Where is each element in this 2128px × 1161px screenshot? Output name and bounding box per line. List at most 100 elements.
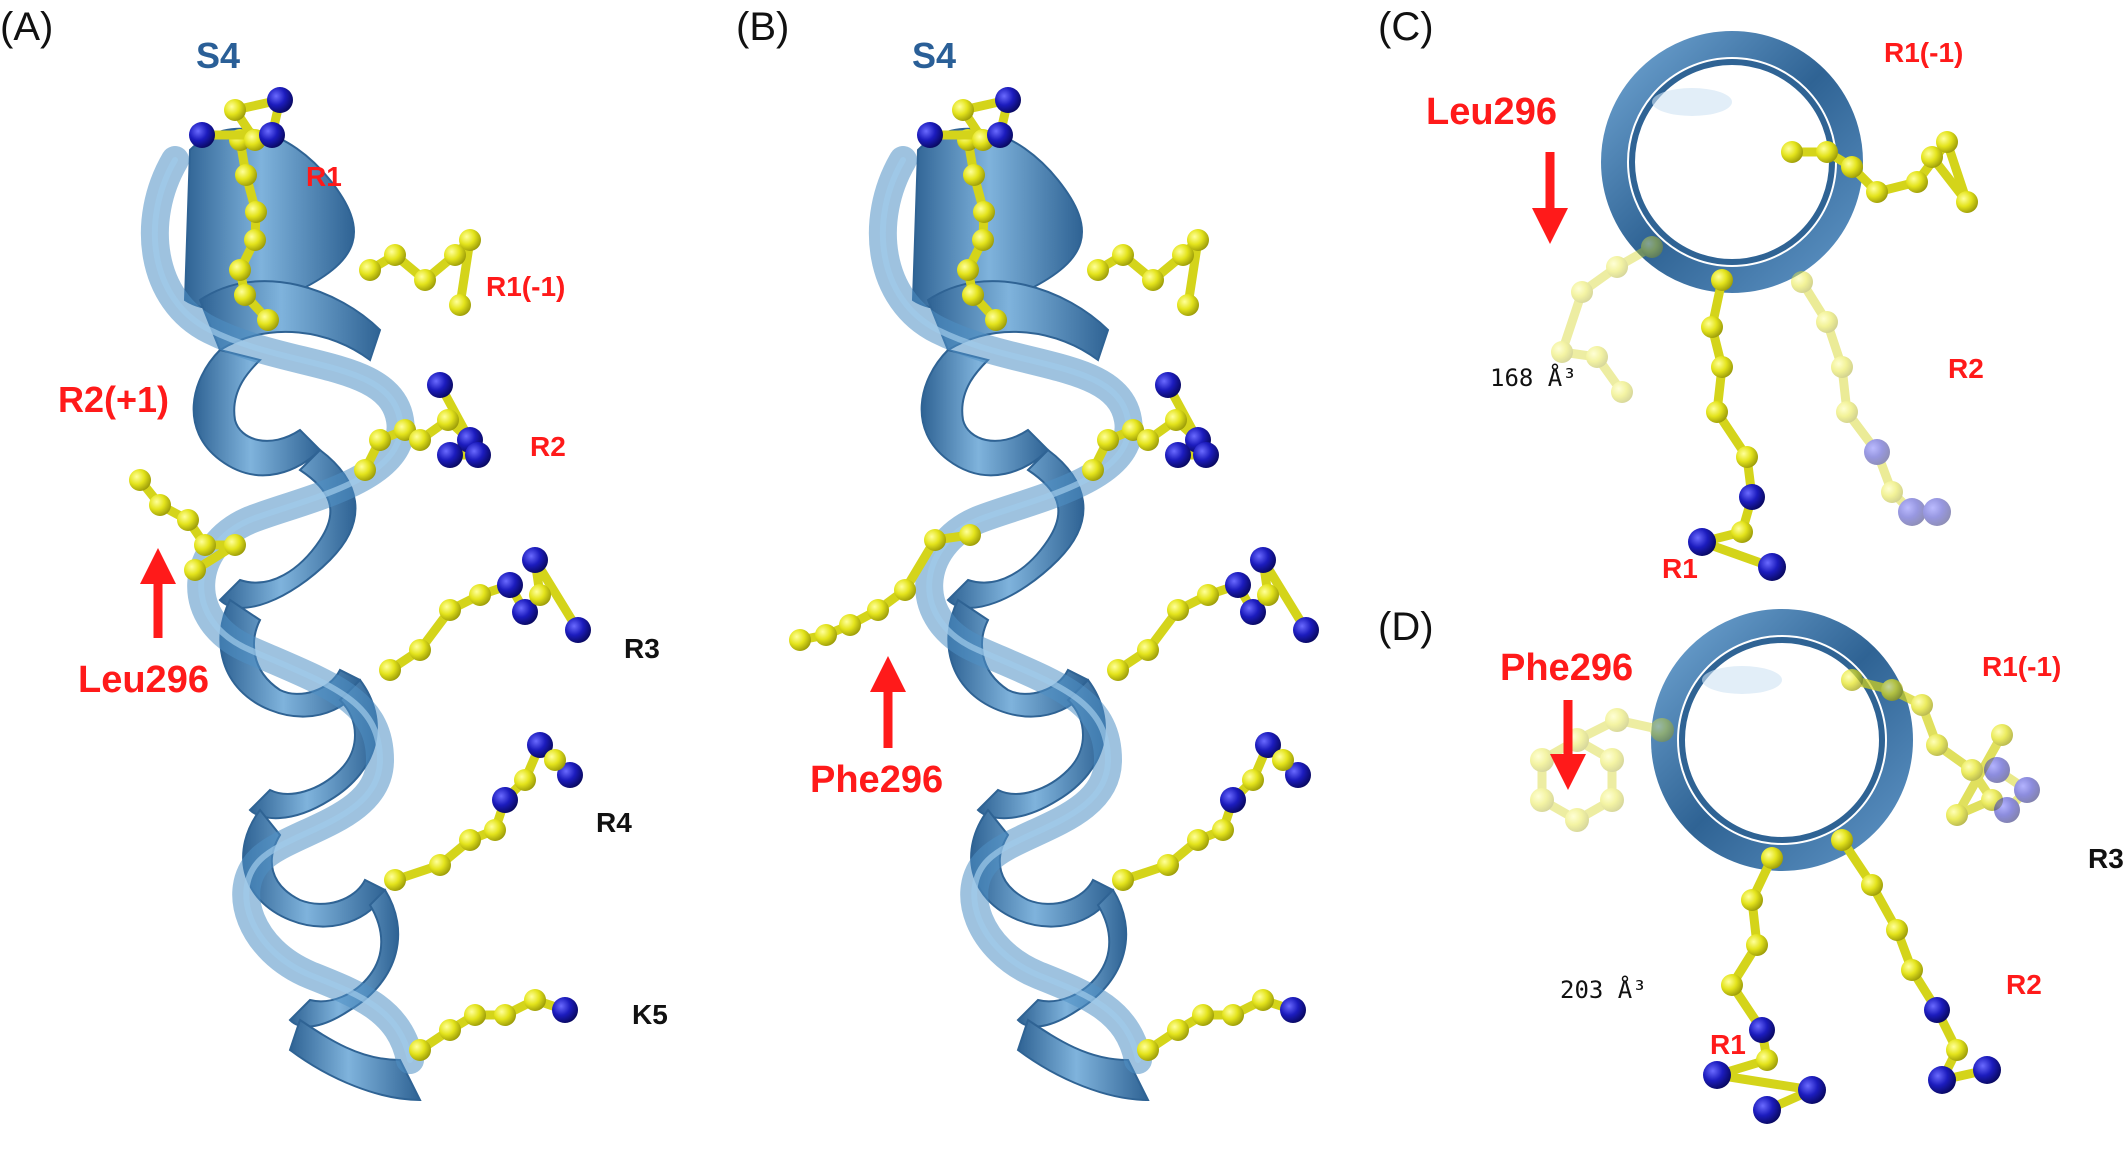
helix-ribbon-segment (946, 448, 1085, 609)
helix-ring-shine (1652, 88, 1732, 116)
nitrogen-atom (1220, 787, 1246, 813)
carbon-atom (439, 1019, 461, 1041)
carbon-atom (1921, 146, 1943, 168)
side-chain-k5 (1137, 989, 1306, 1061)
carbon-atom (815, 624, 837, 646)
nitrogen-atom (427, 372, 453, 398)
top-side-chain-r1-minus-1 (1781, 131, 1978, 213)
carbon-atom (1841, 156, 1863, 178)
nitrogen-atom (1984, 757, 2010, 783)
guanidinium-r1 (189, 87, 293, 151)
carbon-atom (1911, 694, 1933, 716)
panel-b: (B) S4 Phe296 (736, 5, 1319, 1102)
nitrogen-atom (527, 732, 553, 758)
carbon-atom (894, 579, 916, 601)
nitrogen-atom (1688, 528, 1716, 556)
carbon-atom (244, 229, 266, 251)
helix-ring-inner (1629, 59, 1835, 265)
nitrogen-atom (1758, 553, 1786, 581)
nitrogen-atom (1898, 498, 1926, 526)
carbon-atom (1087, 259, 1109, 281)
carbon-atom (1816, 311, 1838, 333)
nitrogen-atom (552, 997, 578, 1023)
carbon-atom (1586, 346, 1608, 368)
panel-d-label-r2: R2 (2006, 969, 2042, 1000)
nitrogen-atom (1165, 442, 1191, 468)
carbon-atom (409, 429, 431, 451)
helix-highlight (151, 157, 413, 1063)
carbon-atom (959, 524, 981, 546)
panel-d-label-r1-minus-1: R1(-1) (1982, 651, 2061, 682)
carbon-atom (1991, 724, 2013, 746)
panel-b-helix-label: S4 (912, 35, 956, 76)
panel-c-label-r2: R2 (1948, 353, 1984, 384)
carbon-atom (1252, 989, 1274, 1011)
carbon-atom (962, 284, 984, 306)
panel-a-label-k5: K5 (632, 999, 668, 1030)
panel-a-residue-arrow (140, 548, 176, 638)
side-chain-r1-minus-1 (1087, 229, 1209, 316)
panel-a-helix (129, 87, 591, 1102)
carbon-atom (1082, 459, 1104, 481)
nitrogen-atom (1280, 997, 1306, 1023)
carbon-atom (1272, 749, 1294, 771)
carbon-atom (789, 629, 811, 651)
panel-a-label-leu296: Leu296 (78, 659, 209, 701)
carbon-atom (1711, 269, 1733, 291)
carbon-atom (1192, 1004, 1214, 1026)
carbon-atom (524, 989, 546, 1011)
helix-ring-inner (1679, 637, 1885, 843)
carbon-atom (1257, 584, 1279, 606)
carbon-atom (1611, 381, 1633, 403)
carbon-atom (1530, 748, 1554, 772)
nitrogen-atom (1924, 997, 1950, 1023)
panel-d-label-phe296: Phe296 (1500, 647, 1633, 689)
panel-d-topview (1530, 609, 2040, 1124)
carbon-atom (1187, 229, 1209, 251)
panel-d: (D) Phe296 R1(-1) R3 R2 R1 203 Å³ (1378, 605, 2124, 1124)
helix-ribbon-segment (288, 1018, 422, 1102)
side-chain-r2 (354, 372, 491, 481)
carbon-atom (514, 769, 536, 791)
carbon-atom (1212, 819, 1234, 841)
carbon-atom (1097, 429, 1119, 451)
carbon-atom (1112, 244, 1134, 266)
carbon-atom (464, 1004, 486, 1026)
side-chain-r1-minus-1 (359, 229, 481, 316)
carbon-atom (224, 99, 246, 121)
carbon-atom (952, 99, 974, 121)
carbon-atom (1137, 639, 1159, 661)
nitrogen-atom (1225, 572, 1251, 598)
guanidinium-r1 (917, 87, 1021, 151)
carbon-atom (1222, 1004, 1244, 1026)
panel-c-volume: 168 Å³ (1490, 363, 1577, 392)
panel-b-helix (789, 87, 1319, 1102)
nitrogen-atom (1293, 617, 1319, 643)
carbon-atom (1605, 708, 1629, 732)
carbon-atom (429, 854, 451, 876)
carbon-atom (384, 244, 406, 266)
bond (530, 555, 583, 635)
carbon-atom (439, 599, 461, 621)
nitrogen-atom (987, 122, 1013, 148)
top-side-chain-r1 (1688, 269, 1786, 581)
panel-a-label-r1-minus-1: R1(-1) (486, 271, 565, 302)
carbon-atom (1571, 281, 1593, 303)
helix-ring-shine (1702, 666, 1782, 694)
carbon-atom (224, 534, 246, 556)
carbon-atom (1112, 869, 1134, 891)
panel-d-volume: 203 Å³ (1560, 975, 1647, 1004)
carbon-atom (1107, 659, 1129, 681)
panel-b-letter: (B) (736, 5, 789, 49)
nitrogen-atom (437, 442, 463, 468)
carbon-atom (1606, 256, 1628, 278)
carbon-atom (1756, 1049, 1778, 1071)
top-side-chain-r2 (1791, 271, 1951, 526)
carbon-atom (1946, 1039, 1968, 1061)
carbon-atom (1701, 316, 1723, 338)
carbon-atom (234, 284, 256, 306)
carbon-atom (973, 201, 995, 223)
carbon-atom (1886, 919, 1908, 941)
carbon-atom (1177, 294, 1199, 316)
